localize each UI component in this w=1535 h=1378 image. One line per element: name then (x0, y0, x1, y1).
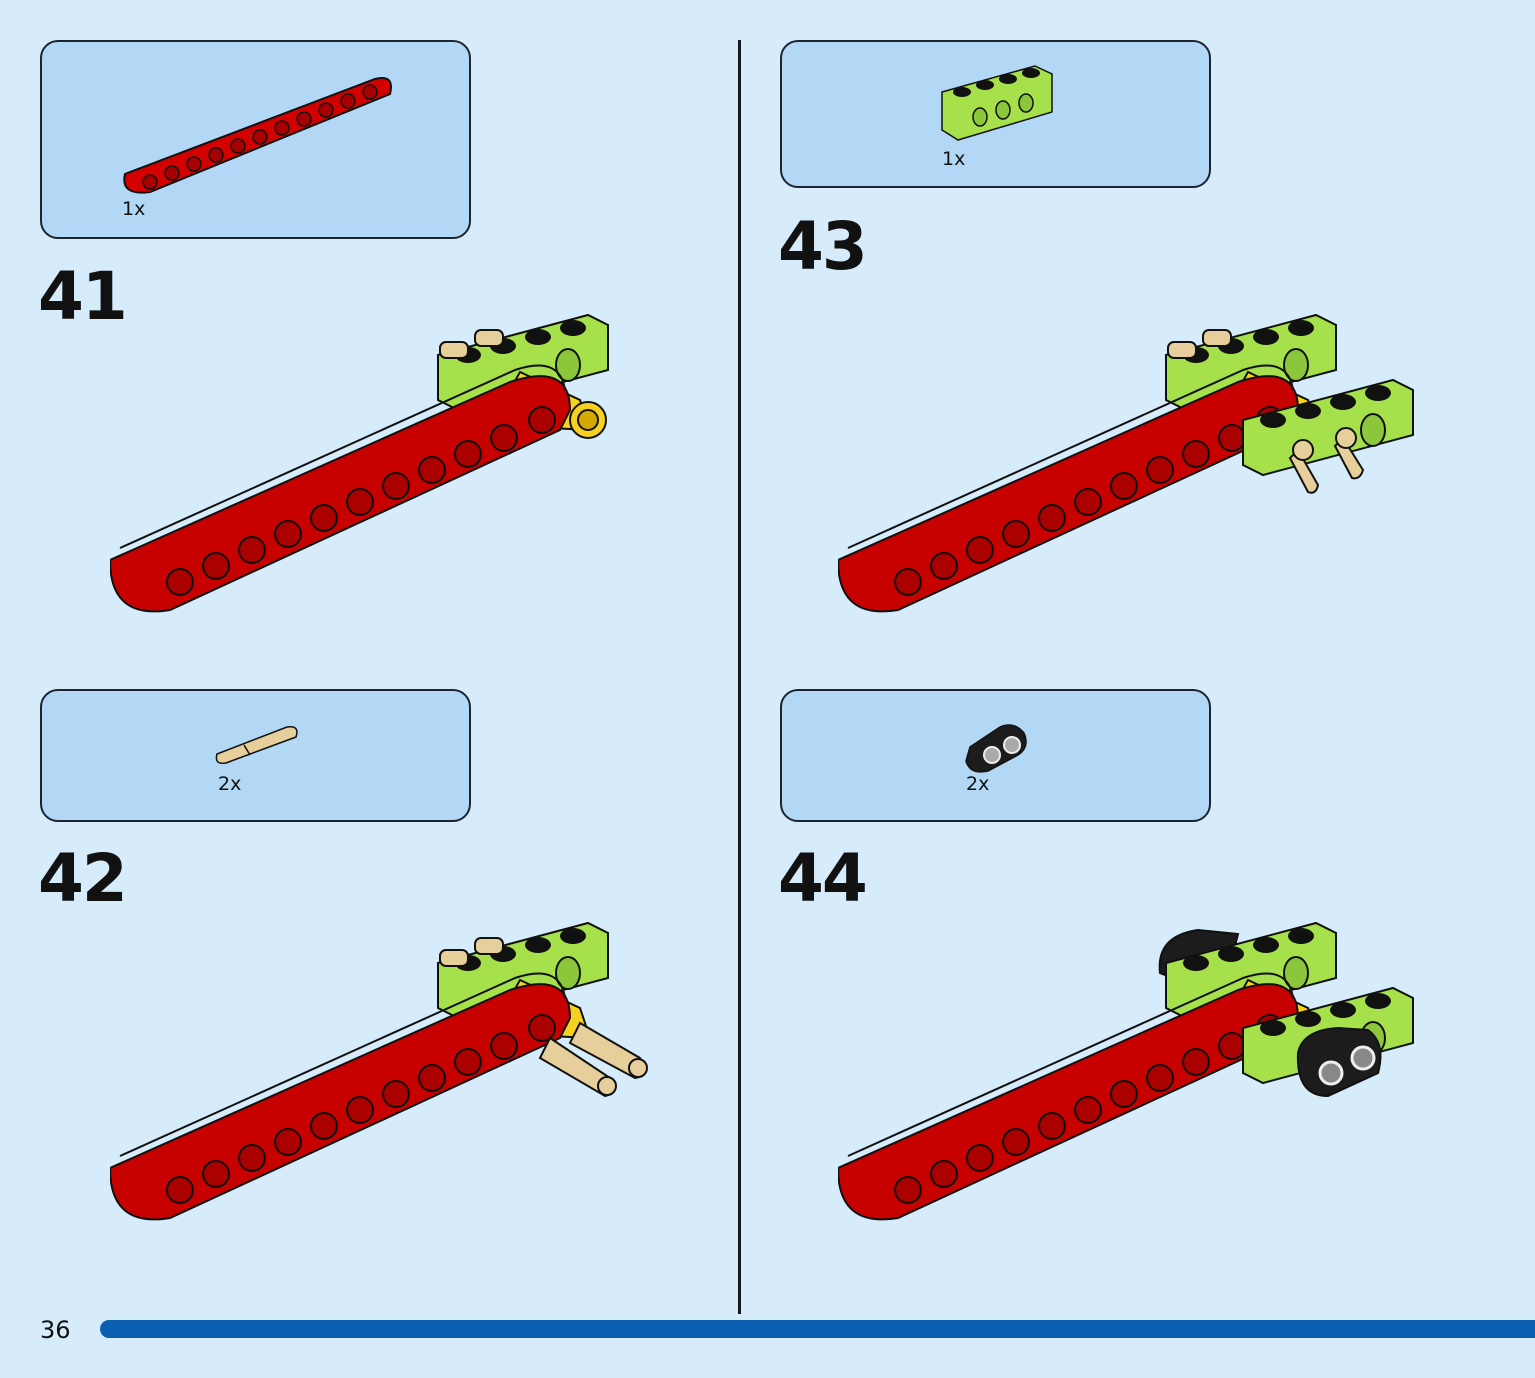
quantity-label: 1x (942, 148, 966, 170)
progress-bar (100, 1320, 1535, 1338)
parts-box-step-42: 2x (40, 689, 471, 822)
quantity-label: 2x (966, 773, 990, 795)
tan-axle-pin-icon (215, 725, 298, 765)
step-number: 41 (38, 258, 128, 335)
lime-brick-1x4-icon (941, 65, 1053, 141)
assembly-model-step-44 (838, 922, 1414, 1221)
assembly-model-step-41 (110, 314, 609, 613)
parts-box-step-43: 1x (780, 40, 1211, 188)
assembly-model-step-42 (110, 922, 648, 1221)
parts-box-step-44: 2x (780, 689, 1211, 822)
quantity-label: 1x (122, 198, 146, 220)
assembly-model-step-43 (838, 314, 1414, 613)
step-number: 43 (778, 208, 868, 285)
parts-box-step-41: 1x (40, 40, 471, 239)
quantity-label: 2x (218, 773, 242, 795)
step-number: 44 (778, 840, 868, 917)
step-number: 42 (38, 840, 128, 917)
column-divider (738, 40, 741, 1314)
red-beam-11-icon (123, 77, 392, 194)
page-number: 36 (40, 1316, 71, 1344)
black-connector-2x-icon (965, 724, 1027, 773)
